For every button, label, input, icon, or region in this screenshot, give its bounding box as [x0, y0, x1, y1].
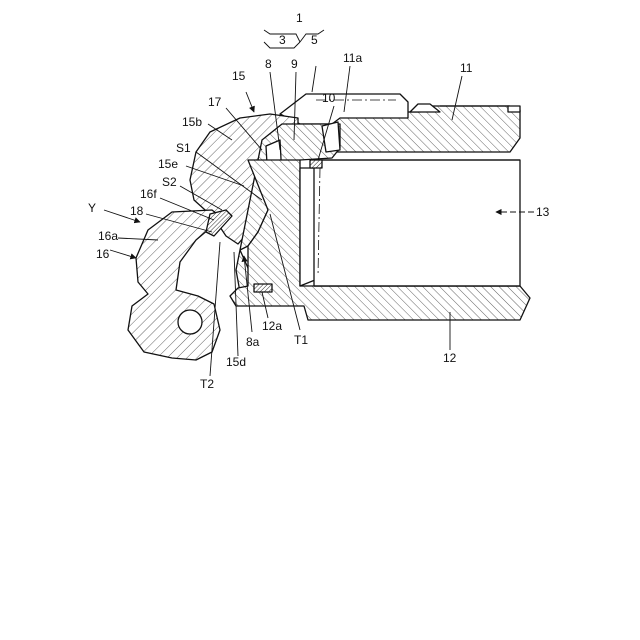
label-15: 15: [232, 69, 246, 83]
label-12: 12: [443, 351, 457, 365]
label-1: 1: [296, 11, 303, 25]
label-11: 11: [460, 61, 473, 75]
seal-12a: [254, 284, 272, 292]
label-16f: 16f: [140, 187, 157, 201]
label-5: 5: [311, 33, 318, 47]
label-T2: T2: [200, 377, 214, 391]
label-8: 8: [265, 57, 272, 71]
label-S2: S2: [162, 175, 177, 189]
label-12a: 12a: [262, 319, 282, 333]
label-Y: Y: [88, 201, 96, 215]
label-S1: S1: [176, 141, 191, 155]
seal-10: [310, 160, 322, 168]
label-16: 16: [96, 247, 110, 261]
label-15d: 15d: [226, 355, 246, 369]
label-3: 3: [279, 33, 286, 47]
label-13: 13: [536, 205, 550, 219]
label-8a: 8a: [246, 335, 260, 349]
label-18: 18: [130, 204, 144, 218]
label-9: 9: [291, 57, 298, 71]
part-13-bore: [314, 160, 520, 286]
label-17: 17: [208, 95, 222, 109]
label-11a: 11a: [343, 51, 362, 65]
label-10: 10: [322, 91, 336, 105]
label-15b: 15b: [182, 115, 202, 129]
label-15e: 15e: [158, 157, 178, 171]
label-16a: 16a: [98, 229, 118, 243]
label-T1: T1: [294, 333, 308, 347]
